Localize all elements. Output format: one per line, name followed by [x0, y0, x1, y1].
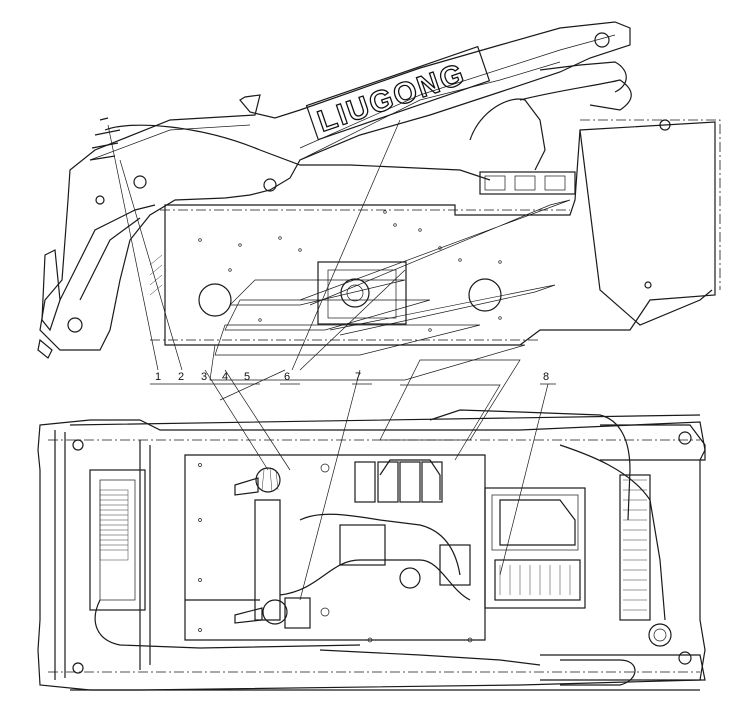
callout-bands [209, 199, 571, 461]
left-compartment [89, 469, 146, 611]
rear-bolt [644, 281, 652, 289]
valve-fitting [544, 175, 566, 191]
frame-pin [678, 651, 692, 665]
access-hole [198, 283, 232, 317]
hydraulic-hose [94, 599, 361, 649]
motor-mount-plate [317, 261, 407, 325]
chassis-side-plate [164, 121, 716, 346]
side-view: LIUGONG [37, 21, 721, 359]
rivet-pattern [198, 210, 502, 332]
fuel-cap [648, 623, 672, 647]
rear-bracket-bottom [540, 654, 706, 681]
pivot-pin [67, 317, 83, 333]
oil-cooler [619, 474, 651, 621]
centerline [150, 119, 721, 341]
frame-centerline [48, 439, 700, 673]
callout-labels: 1 2 3 4 5 6 7 8 [150, 371, 556, 385]
engine-bay [184, 454, 486, 641]
rear-bracket [600, 424, 706, 461]
hydraulic-hose [104, 124, 491, 181]
hose-fittings-left [89, 117, 121, 161]
frame-pin [72, 439, 84, 451]
hydraulic-hose [299, 513, 461, 576]
plan-fasteners [198, 463, 473, 643]
fuel-cap-inner [653, 628, 667, 642]
callout-5: 5 [244, 371, 250, 383]
callout-6: 6 [284, 371, 290, 383]
hydraulic-hose [539, 61, 627, 93]
mid-panel [254, 499, 281, 621]
drive-motor [340, 278, 370, 308]
callout-4: 4 [222, 371, 228, 383]
left-rail [54, 430, 151, 680]
hydraulic-hose [469, 98, 546, 171]
drive-motor-top [234, 467, 281, 496]
boom-inner-edge [89, 34, 616, 161]
weld-hatching [149, 254, 163, 296]
bucket-attachment [37, 249, 61, 359]
drive-motor-hub [346, 284, 364, 302]
engine-block [484, 487, 586, 609]
hydraulic-hose [319, 649, 541, 666]
valve-fitting [514, 175, 536, 191]
hydraulic-hose [559, 444, 666, 621]
control-valve-bank [354, 461, 443, 503]
hydraulic-hose [185, 559, 471, 601]
hydraulic-pump [339, 524, 471, 589]
plan-view [37, 409, 706, 691]
frame-pin [678, 431, 692, 445]
frame-pin [72, 662, 84, 674]
hydraulic-hose [560, 659, 636, 686]
valve-block-side [479, 171, 576, 195]
pivot-pin [95, 195, 105, 205]
boom-arm [39, 21, 631, 351]
leader-lines [107, 119, 549, 601]
callout-1: 1 [155, 371, 161, 383]
callout-2: 2 [178, 371, 184, 383]
radiator-grille [99, 489, 129, 561]
callout-8: 8 [543, 371, 549, 383]
rear-panel [579, 129, 713, 326]
drive-motor-bottom [234, 597, 311, 629]
hydraulic-hose [429, 409, 631, 521]
motor-mount-inner [327, 269, 397, 319]
pivot-pin [133, 175, 147, 189]
pivot-pin [594, 32, 610, 48]
lift-arm-plan [69, 414, 701, 691]
pivot-pin [263, 178, 277, 192]
hydraulic-line [299, 61, 561, 161]
lift-arm-lower [59, 204, 156, 301]
rear-bolt [659, 119, 671, 131]
hydraulic-hose [519, 79, 632, 111]
hydraulic-hose [379, 459, 441, 500]
access-hole [468, 278, 502, 312]
callout-3: 3 [201, 371, 207, 383]
liugong-logo: LIUGONG [305, 45, 491, 141]
valve-fitting [484, 175, 506, 191]
